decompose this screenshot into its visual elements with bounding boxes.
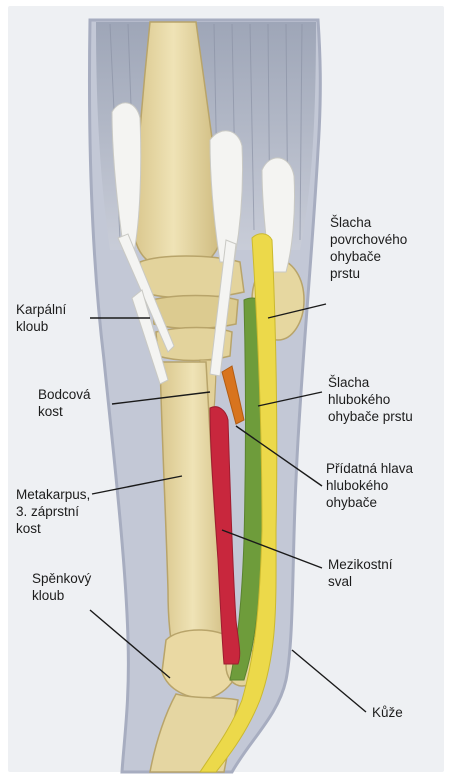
label-metakarpus: Metakarpus, 3. záprstní kost bbox=[16, 486, 90, 537]
label-kuze: Kůže bbox=[372, 704, 403, 721]
label-spenkovy-kloub: Spěnkový kloub bbox=[32, 570, 91, 604]
label-slacha-hlubokeho: Šlacha hlubokého ohybače prstu bbox=[328, 374, 413, 425]
label-mezikostni-sval: Mezikostní sval bbox=[328, 556, 393, 590]
label-karpalni-kloub: Karpální kloub bbox=[16, 301, 66, 335]
label-slacha-povrchoveho: Šlacha povrchového ohybače prstu bbox=[330, 214, 407, 282]
label-bodcova-kost: Bodcová kost bbox=[38, 386, 91, 420]
label-pridatna-hlava: Přídatná hlava hlubokého ohybače bbox=[326, 460, 413, 511]
